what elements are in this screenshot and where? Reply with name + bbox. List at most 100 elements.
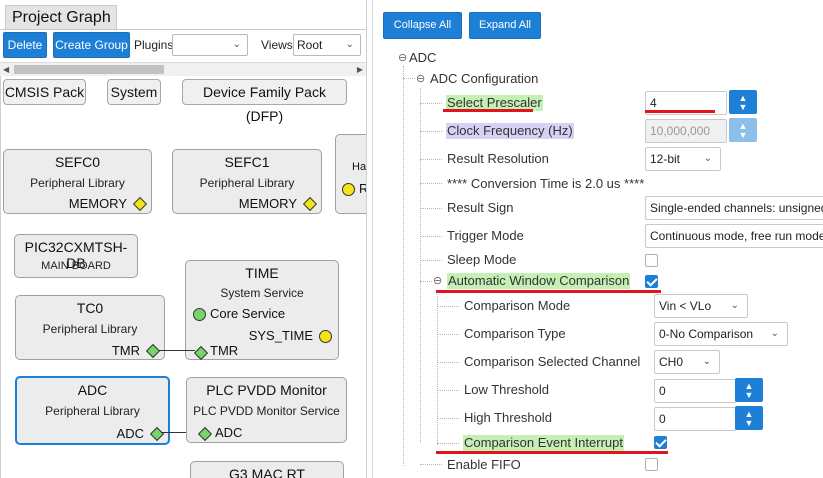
tree-guide <box>437 443 459 444</box>
collapse-toggle-icon[interactable]: ⊖ <box>433 275 443 287</box>
diamond-port-icon[interactable] <box>302 196 318 212</box>
tree-guide <box>437 418 459 419</box>
circle-port-icon[interactable] <box>342 183 355 196</box>
node-tc0[interactable]: TC0 Peripheral Library TMR <box>15 295 165 360</box>
comparison-selected-channel-value: CH0 <box>659 355 684 369</box>
expand-all-button[interactable]: Expand All <box>469 12 541 39</box>
tree-guide <box>420 183 442 184</box>
caret-up-icon: ▲ <box>738 121 748 131</box>
tree-adc-configuration[interactable]: ADC Configuration <box>430 71 539 86</box>
high-threshold-input[interactable]: 0 <box>654 407 736 431</box>
node-title: G3 MAC RT <box>229 466 305 478</box>
high-threshold-stepper[interactable]: ▲ ▼ <box>735 406 763 430</box>
scroll-right-icon[interactable]: ▶ <box>356 65 363 74</box>
node-adc[interactable]: ADC Peripheral Library ADC <box>15 376 170 445</box>
collapse-toggle-icon[interactable]: ⊖ <box>416 73 426 85</box>
comparison-type-select[interactable]: 0-No Comparison ⌄ <box>654 322 788 346</box>
caret-up-icon[interactable]: ▲ <box>744 381 754 391</box>
tree-guide <box>420 208 442 209</box>
views-label: Views: <box>261 38 297 52</box>
node-title: SEFC1 <box>224 154 270 170</box>
circle-port-icon[interactable] <box>193 308 206 321</box>
port-label-sys-time: SYS_TIME <box>248 328 313 343</box>
create-group-button[interactable]: Create Group <box>53 32 130 58</box>
low-threshold-input[interactable]: 0 <box>654 379 736 403</box>
node-system[interactable]: System <box>107 79 161 105</box>
diamond-port-icon[interactable] <box>149 426 165 442</box>
comparison-event-interrupt-checkbox[interactable] <box>654 436 667 449</box>
port-label-fragment: R <box>359 181 366 196</box>
comparison-mode-select[interactable]: Vin < VLo ⌄ <box>654 294 748 318</box>
comparison-selected-channel-select[interactable]: CH0 ⌄ <box>654 350 720 374</box>
views-select-value: Root <box>297 38 323 52</box>
node-partial-offscreen[interactable]: Ha R <box>335 134 367 214</box>
caret-down-icon: ▼ <box>738 130 748 140</box>
diamond-port-icon[interactable] <box>197 426 213 442</box>
graph-canvas[interactable]: CMSIS Pack System Device Family Pack (DF… <box>0 76 366 478</box>
node-title-fragment: Ha <box>352 161 367 173</box>
node-pic32cxmtsh-db[interactable]: PIC32CXMTSH-DB MAIN BOARD <box>14 234 138 278</box>
caret-down-icon[interactable]: ▼ <box>744 418 754 428</box>
low-threshold-stepper[interactable]: ▲ ▼ <box>735 378 763 402</box>
trigger-mode-select[interactable]: Continuous mode, free run mode <box>645 224 823 248</box>
node-title: PIC32CXMTSH-DB <box>24 239 128 271</box>
trigger-mode-label: Trigger Mode <box>447 228 524 243</box>
port-label: MEMORY <box>68 196 127 211</box>
views-select[interactable]: Root ⌄ <box>293 34 361 56</box>
collapse-all-button[interactable]: Collapse All <box>383 12 462 39</box>
node-sefc1[interactable]: SEFC1 Peripheral Library MEMORY <box>172 149 322 214</box>
automatic-window-comparison-checkbox[interactable] <box>645 275 658 288</box>
port-label-tmr: TMR <box>210 343 239 358</box>
scroll-left-icon[interactable]: ◀ <box>3 65 10 74</box>
result-resolution-select[interactable]: 12-bit ⌄ <box>645 147 721 171</box>
plugins-select[interactable]: ⌄ <box>172 34 248 56</box>
tree-guide <box>420 159 442 160</box>
collapse-toggle-icon[interactable]: ⊖ <box>398 52 408 64</box>
tree-guide <box>420 281 432 282</box>
node-plc-pvdd-monitor[interactable]: PLC PVDD Monitor PLC PVDD Monitor Servic… <box>186 377 347 443</box>
tree-root-adc[interactable]: ADC <box>409 50 437 65</box>
conversion-time-comment: **** Conversion Time is 2.0 us **** <box>447 176 645 191</box>
high-threshold-label: High Threshold <box>464 410 552 425</box>
node-title: SEFC0 <box>54 154 101 170</box>
node-time[interactable]: TIME System Service Core Service SYS_TIM… <box>185 260 339 361</box>
tree-guide <box>420 260 442 261</box>
caret-down-icon[interactable]: ▼ <box>738 102 748 112</box>
result-resolution-label: Result Resolution <box>447 151 549 166</box>
port-label: TMR <box>111 343 140 358</box>
node-title: PLC PVDD Monitor <box>206 382 327 398</box>
tree-guide <box>403 78 415 79</box>
diamond-port-icon[interactable] <box>145 343 161 359</box>
comparison-mode-value: Vin < VLo <box>659 299 712 313</box>
comparison-type-label: Comparison Type <box>464 326 566 341</box>
caret-up-icon[interactable]: ▲ <box>738 93 748 103</box>
node-subtitle: Peripheral Library <box>199 176 295 190</box>
tree-guide <box>403 66 404 466</box>
node-subtitle: PLC PVDD Monitor Service <box>193 404 340 418</box>
tree-guide <box>437 362 459 363</box>
tree-guide <box>420 464 442 465</box>
comparison-event-interrupt-label: Comparison Event Interrupt <box>463 435 624 451</box>
tab-project-graph[interactable]: Project Graph <box>5 5 117 30</box>
node-subtitle: Peripheral Library <box>42 322 138 336</box>
prescaler-stepper[interactable]: ▲ ▼ <box>729 90 757 114</box>
tree-guide <box>437 390 459 391</box>
delete-button[interactable]: Delete <box>3 32 47 58</box>
caret-down-icon[interactable]: ▼ <box>744 390 754 400</box>
node-sefc0[interactable]: SEFC0 Peripheral Library MEMORY <box>3 149 152 214</box>
circle-port-icon[interactable] <box>319 330 332 343</box>
scrollbar-thumb[interactable] <box>14 65 164 74</box>
result-sign-select[interactable]: Single-ended channels: unsigned co <box>645 196 823 220</box>
horizontal-scrollbar[interactable]: ◀ ▶ <box>0 62 366 76</box>
node-device-family-pack[interactable]: Device Family Pack (DFP) <box>182 79 347 124</box>
diamond-port-icon[interactable] <box>132 196 148 212</box>
node-g3-mac-rt[interactable]: G3 MAC RT <box>190 461 344 478</box>
caret-up-icon[interactable]: ▲ <box>744 409 754 419</box>
enable-fifo-label: Enable FIFO <box>447 457 521 472</box>
enable-fifo-checkbox[interactable] <box>645 458 658 471</box>
diamond-port-icon[interactable] <box>193 345 209 361</box>
port-label: ADC <box>215 425 243 440</box>
node-cmsis-pack[interactable]: CMSIS Pack <box>3 79 86 105</box>
sleep-mode-checkbox[interactable] <box>645 254 658 267</box>
low-threshold-label: Low Threshold <box>464 382 550 397</box>
